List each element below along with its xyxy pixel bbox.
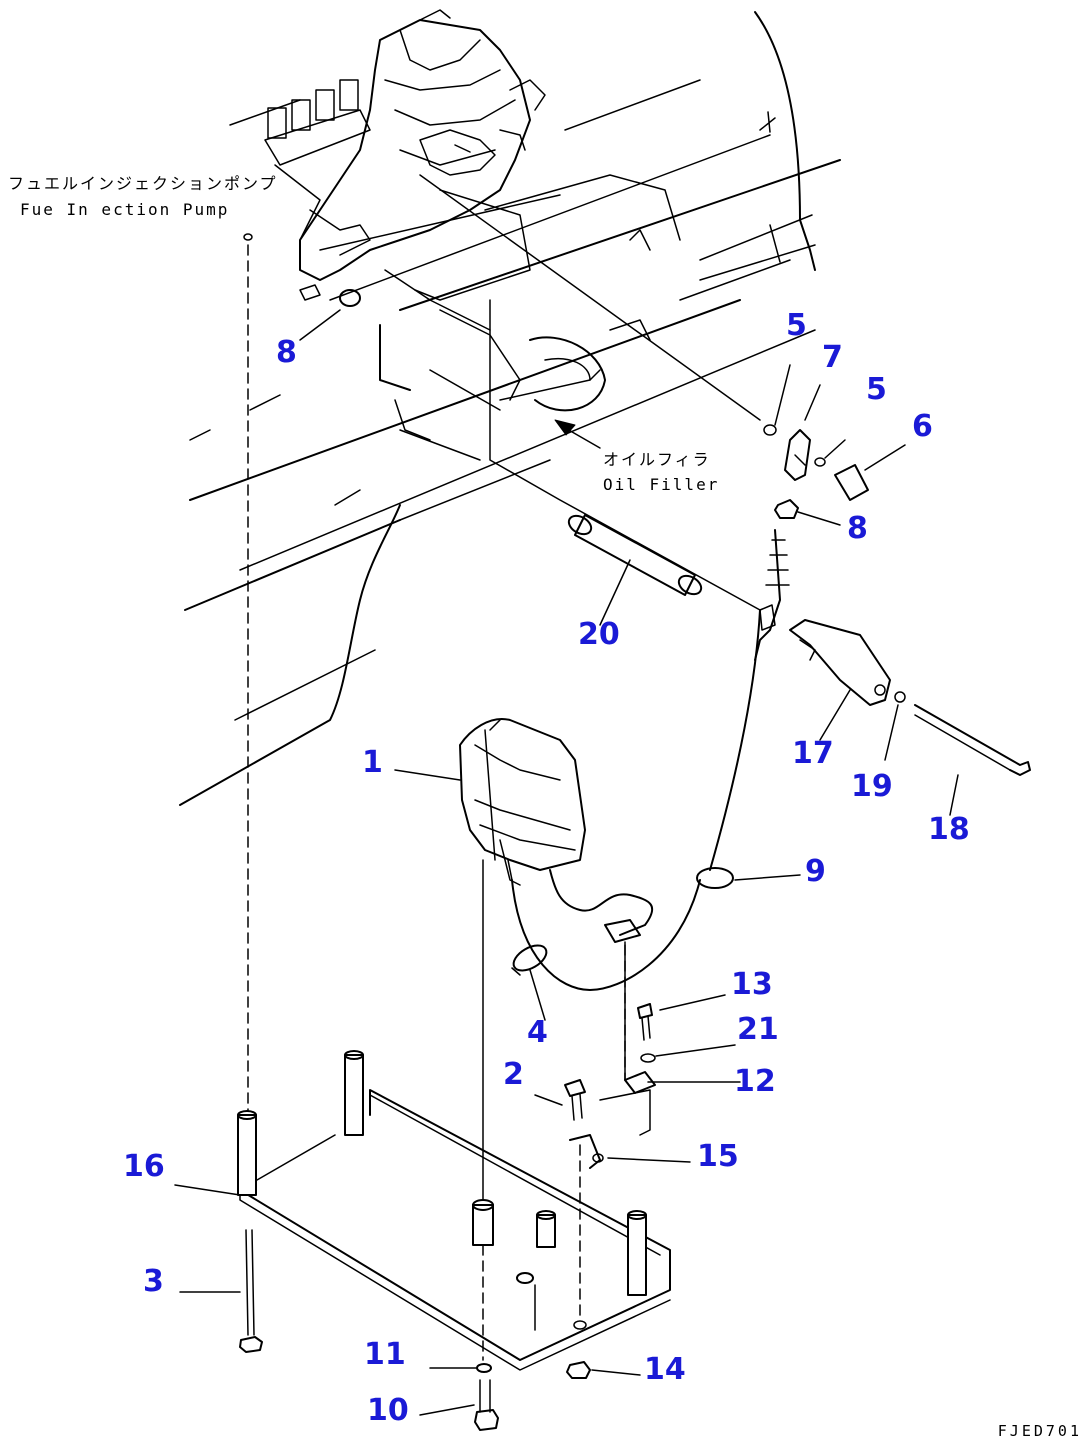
callout-17: 17	[792, 736, 834, 771]
callout-1: 1	[362, 745, 383, 780]
callout-2: 2	[503, 1057, 524, 1092]
callout-5a: 5	[786, 308, 807, 343]
guide-lines	[243, 233, 626, 1361]
callout-5b: 5	[866, 372, 887, 407]
callout-10: 10	[367, 1393, 409, 1428]
fuel-injection-pump	[264, 9, 546, 307]
drawing-code: FJED701	[997, 1422, 1082, 1440]
part-1-unit	[394, 718, 654, 1081]
callout-6: 6	[912, 409, 933, 444]
control-cable	[384, 174, 761, 991]
callout-16: 16	[123, 1149, 165, 1184]
bracket-17	[789, 619, 1031, 816]
callout-8b: 8	[847, 511, 868, 546]
callout-13: 13	[731, 967, 773, 1002]
callout-20: 20	[578, 617, 620, 652]
callout-14: 14	[644, 1352, 686, 1387]
callout-12: 12	[734, 1064, 776, 1099]
callout-18: 18	[928, 812, 970, 847]
oil-filler-label-en: Oil Filler	[603, 475, 720, 494]
small-parts-upper-right	[763, 364, 906, 526]
fuel-pump-label-jp: フュエルインジェクションポンプ	[8, 174, 278, 193]
engine-block-outline	[179, 11, 841, 806]
callout-4: 4	[527, 1015, 548, 1050]
callout-21: 21	[737, 1012, 779, 1047]
oil-filler-label-jp: オイルフィラ	[603, 450, 711, 469]
callout-7: 7	[822, 340, 843, 375]
callout-19: 19	[851, 769, 893, 804]
callout-15: 15	[697, 1139, 739, 1174]
callout-8a: 8	[276, 335, 297, 370]
bolts-lower	[419, 1361, 641, 1431]
mounting-plate-16	[174, 1050, 671, 1371]
clamp-parts	[511, 867, 801, 1021]
callout-11: 11	[364, 1337, 406, 1372]
callout-3: 3	[143, 1264, 164, 1299]
part-20-tube	[567, 514, 703, 626]
fuel-pump-label-en: Fue In ection Pump	[20, 200, 230, 219]
bolts-center-right	[534, 994, 741, 1321]
bolt-3	[179, 1229, 263, 1353]
callout-9: 9	[805, 854, 826, 889]
cable-end-rod	[754, 529, 790, 661]
